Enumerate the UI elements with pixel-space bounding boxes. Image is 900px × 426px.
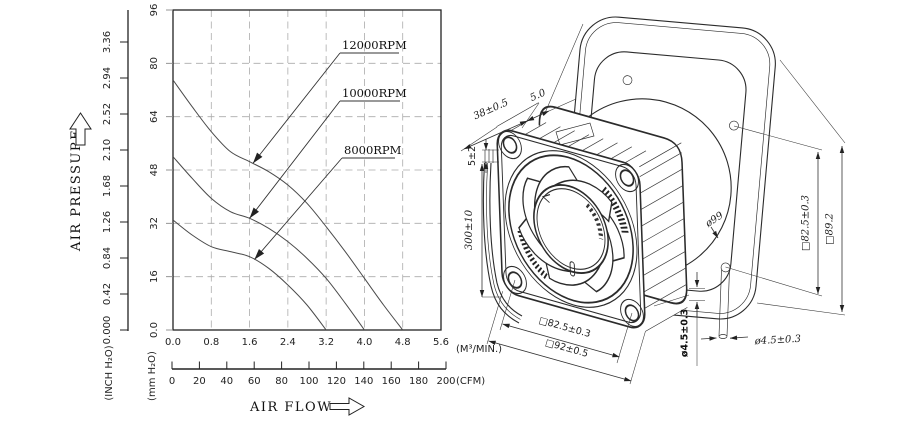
inch-tick-label: 3.36 — [102, 31, 113, 53]
curve-10000RPM — [172, 156, 365, 331]
mm-tick-label: 48 — [149, 164, 160, 177]
x-axis-title: AIR FLOW — [249, 400, 332, 415]
dim-hole-dia-label: ø4.5±0.3 — [680, 309, 691, 357]
curve-12000RPM — [172, 79, 404, 331]
fan-side-ribs — [510, 118, 687, 309]
dim-lead-length: 300±10 — [464, 163, 502, 298]
m3min-tick-label: 5.6 — [433, 337, 449, 348]
callout-arrowhead — [252, 152, 263, 164]
dim-lead-length-label: 300±10 — [464, 209, 475, 250]
callout-arrowhead — [254, 249, 265, 260]
curve-8000RPM — [172, 219, 327, 331]
mm-tick-label: 32 — [149, 217, 160, 230]
fan-hub — [533, 184, 609, 274]
inch-unit-label: (INCH H₂O) — [104, 345, 115, 400]
cfm-axis: 0 20 40 60 80 100 120 140 160 180 200 — [169, 361, 456, 387]
mm-tick-label: 16 — [149, 270, 160, 283]
dim-lead-strip-label: 5±2 — [467, 146, 478, 166]
dim-lead-strip: 5±2 — [467, 139, 499, 173]
dim-panel-face-label: □89.2 — [825, 213, 836, 245]
dim-hole-dia-panel: ø4.5±0.3 — [700, 334, 802, 347]
dim-panel-opening: ø99 — [703, 210, 726, 239]
rpm-callout-label: 10000RPM — [342, 86, 407, 100]
inch-axis: 0.000 0.42 0.84 1.26 1.68 2.10 2.52 2.94 3.36 — [102, 10, 129, 345]
cfm-tick-label: 140 — [354, 376, 373, 387]
inch-tick-label: 0.000 — [102, 316, 113, 345]
mm-tick-label: 0.0 — [149, 322, 160, 338]
cfm-unit-label: (CFM) — [456, 376, 485, 387]
m3min-tick-label: 0.0 — [165, 337, 181, 348]
m3min-tick-label: 4.0 — [356, 337, 372, 348]
dim-hole-pitch-panel: □82.5±0.3 — [725, 125, 823, 297]
venturi-ring — [504, 150, 638, 308]
inch-tick-label: 2.10 — [102, 139, 113, 161]
mounting-hole — [507, 271, 523, 289]
cfm-tick-label: 180 — [409, 376, 428, 387]
cfm-tick-label: 40 — [220, 376, 233, 387]
chart-grid — [173, 10, 441, 330]
inch-tick-label: 1.26 — [102, 211, 113, 233]
mounting-hole — [619, 169, 635, 187]
inch-tick-label: 2.94 — [102, 67, 113, 89]
fan-front-frame — [496, 129, 646, 329]
cfm-tick-label: 200 — [436, 376, 455, 387]
dim-frame-size-label: □92±0.5 — [544, 337, 589, 360]
mm-tick-label: 96 — [149, 4, 160, 17]
air-flow-arrow-icon — [329, 397, 366, 416]
shading-hatch — [601, 186, 630, 235]
m3min-axis: 0.0 0.8 1.6 2.4 3.2 4.0 4.8 5.6 — [165, 337, 449, 348]
y-axis-title: AIR PRESSURE — [69, 129, 84, 252]
m3min-tick-label: 4.8 — [395, 337, 411, 348]
rotation-arrow-icon — [541, 194, 551, 204]
inch-tick-label: 1.68 — [102, 175, 113, 197]
fan-rear-frame — [538, 105, 688, 305]
fan-frame-bevel — [500, 134, 642, 324]
cfm-tick-label: 120 — [327, 376, 346, 387]
rpm-callout-12000RPM: 12000RPM — [252, 38, 407, 164]
panel-screw-hole — [622, 75, 633, 85]
mm-tick-label: 64 — [149, 110, 160, 123]
cfm-tick-label: 100 — [299, 376, 318, 387]
mounting-hole — [624, 304, 640, 322]
mm-tick-label: 80 — [149, 57, 160, 70]
rpm-callout-10000RPM: 10000RPM — [249, 86, 407, 219]
m3min-tick-label: 1.6 — [242, 337, 258, 348]
air-pressure-arrow-icon — [69, 112, 92, 146]
callout-arrowhead — [249, 207, 259, 219]
panel-screw-hole — [729, 120, 739, 131]
hub-slot — [569, 261, 576, 277]
m3min-unit-label: (M³/MIN.) — [456, 344, 502, 355]
m3min-tick-label: 2.4 — [280, 337, 296, 348]
rpm-callout-label: 8000RPM — [344, 143, 402, 157]
inch-tick-label: 0.42 — [102, 283, 113, 305]
rpm-callout-8000RPM: 8000RPM — [254, 143, 402, 260]
cfm-tick-label: 80 — [275, 376, 288, 387]
cfm-tick-label: 160 — [382, 376, 401, 387]
panel-screw-hole — [720, 262, 731, 273]
mm-axis: 0.0 16 32 48 64 80 96 — [149, 4, 173, 338]
fan-technical-drawing: 38±0.5 5.0 5±2 300±10 □82.5±0.3 □92±0.5 — [460, 16, 846, 385]
performance-chart: 0.0 16 32 48 64 80 96 (mm H₂O) 0.000 0.42 0.84 1.26… — [69, 4, 502, 416]
inch-tick-label: 0.84 — [102, 247, 113, 269]
dim-panel-hole-pitch-label: □82.5±0.3 — [801, 195, 812, 251]
inch-tick-label: 2.52 — [102, 103, 113, 125]
cfm-tick-label: 60 — [248, 376, 261, 387]
dim-panel-hole-dia-label: ø4.5±0.3 — [754, 334, 802, 347]
m3min-tick-label: 0.8 — [203, 337, 219, 348]
mm-unit-label: (mm H₂O) — [147, 351, 158, 401]
dim-panel-face: □89.2 — [756, 59, 846, 316]
m3min-tick-label: 3.2 — [318, 337, 334, 348]
cfm-tick-label: 20 — [193, 376, 206, 387]
fan-top-tab — [555, 122, 595, 146]
panel-hole-cylinder — [718, 269, 730, 339]
dim-depth-label: 38±0.5 — [472, 97, 510, 122]
dim-hole-dia-front: ø4.5±0.3 — [653, 272, 705, 366]
rpm-callout-label: 12000RPM — [342, 38, 407, 52]
cfm-tick-label: 0 — [169, 376, 175, 387]
dim-flange-label: 5.0 — [528, 87, 548, 104]
